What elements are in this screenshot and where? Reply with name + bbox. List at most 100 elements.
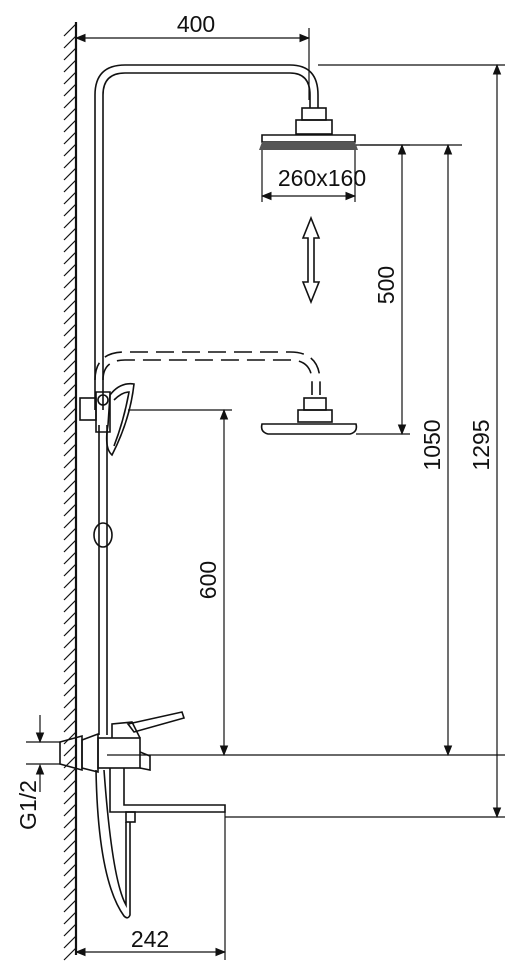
hatch-line xyxy=(63,647,77,661)
hatch-line xyxy=(63,611,77,625)
hatch-line xyxy=(63,503,77,517)
hatch-line xyxy=(63,635,77,649)
hatch-line xyxy=(63,599,77,613)
hatch-line xyxy=(63,575,77,589)
hatch-line xyxy=(63,431,77,445)
hatch-line xyxy=(63,239,77,253)
hatch-line xyxy=(63,323,77,337)
hatch-line xyxy=(63,671,77,685)
wall-hatching xyxy=(63,22,78,961)
hatch-line xyxy=(63,887,77,901)
hatch-line xyxy=(63,179,77,193)
hatch-line xyxy=(63,563,77,577)
hatch-line xyxy=(63,839,77,853)
inlet-thread: G1/2 xyxy=(15,715,60,830)
hatch-line xyxy=(63,791,77,805)
hatch-line xyxy=(63,215,77,229)
dimension-1295: 1295 xyxy=(318,63,505,819)
hatch-line xyxy=(63,443,77,457)
hatch-line xyxy=(63,131,77,145)
hatch-line xyxy=(63,83,77,97)
top-width-label: 400 xyxy=(177,11,215,37)
hatch-line xyxy=(63,251,77,265)
head-size-label: 260x160 xyxy=(278,165,366,191)
hatch-line xyxy=(63,287,77,301)
hatch-line xyxy=(63,371,77,385)
hatch-line xyxy=(63,479,77,493)
riser-pipe xyxy=(94,64,319,735)
hatch-line xyxy=(63,779,77,793)
hatch-line xyxy=(63,455,77,469)
hatch-line xyxy=(63,335,77,349)
hatch-line xyxy=(63,863,77,877)
hatch-line xyxy=(63,491,77,505)
hatch-line xyxy=(63,47,77,61)
hatch-line xyxy=(63,731,77,745)
hatch-line xyxy=(63,659,77,673)
hatch-line xyxy=(63,683,77,697)
hatch-line xyxy=(63,743,77,757)
hatch-line xyxy=(63,551,77,565)
hatch-line xyxy=(63,95,77,109)
hatch-line xyxy=(63,35,77,49)
hatch-line xyxy=(63,119,77,133)
hatch-line xyxy=(63,515,77,529)
dimension-head-size: 260x160 xyxy=(260,150,366,202)
hatch-line xyxy=(63,815,77,829)
hatch-line xyxy=(63,227,77,241)
hatch-line xyxy=(63,191,77,205)
hatch-line xyxy=(63,311,77,325)
hatch-line xyxy=(63,539,77,553)
hatch-line xyxy=(63,299,77,313)
hatch-line xyxy=(63,59,77,73)
hatch-line xyxy=(63,395,77,409)
hatch-line xyxy=(63,767,77,781)
hatch-line xyxy=(63,587,77,601)
hatch-line xyxy=(63,827,77,841)
hatch-line xyxy=(63,71,77,85)
hatch-line xyxy=(63,167,77,181)
lowered-shower-head xyxy=(260,397,358,435)
slider-knob xyxy=(93,522,113,548)
hatch-line xyxy=(63,23,77,37)
head-height-label: 1050 xyxy=(419,419,445,470)
hatch-line xyxy=(63,695,77,709)
hatch-line xyxy=(63,911,77,925)
hatch-line xyxy=(63,935,77,949)
handshower-height-label: 600 xyxy=(195,561,221,599)
lowered-arm-dashed xyxy=(94,351,321,395)
hatch-line xyxy=(63,347,77,361)
hatch-line xyxy=(63,263,77,277)
hatch-line xyxy=(63,359,77,373)
hatch-line xyxy=(63,107,77,121)
adjust-range-label: 500 xyxy=(373,266,399,304)
hatch-line xyxy=(63,143,77,157)
dimension-242: 242 xyxy=(74,812,227,960)
hatch-line xyxy=(63,923,77,937)
hatch-line xyxy=(63,155,77,169)
hatch-line xyxy=(63,707,77,721)
overhead-shower-head xyxy=(259,107,358,150)
dimension-600: 600 xyxy=(128,408,232,757)
hatch-line xyxy=(63,467,77,481)
total-height-label: 1295 xyxy=(468,419,494,470)
hand-shower xyxy=(79,382,135,457)
hatch-line xyxy=(63,875,77,889)
hatch-line xyxy=(63,899,77,913)
hatch-line xyxy=(63,851,77,865)
hatch-line xyxy=(63,803,77,817)
inlet-thread-label: G1/2 xyxy=(15,780,41,830)
hatch-line xyxy=(63,383,77,397)
hatch-line xyxy=(63,527,77,541)
hatch-line xyxy=(63,947,77,961)
hatch-line xyxy=(63,203,77,217)
hatch-line xyxy=(63,623,77,637)
hatch-line xyxy=(63,419,77,433)
hatch-line xyxy=(63,275,77,289)
height-adjust-arrow-icon xyxy=(301,215,321,305)
spout-projection-label: 242 xyxy=(131,926,169,952)
dimension-1050: 1050 xyxy=(360,143,462,757)
shower-hose xyxy=(95,769,136,919)
mixer-valve xyxy=(59,711,505,813)
